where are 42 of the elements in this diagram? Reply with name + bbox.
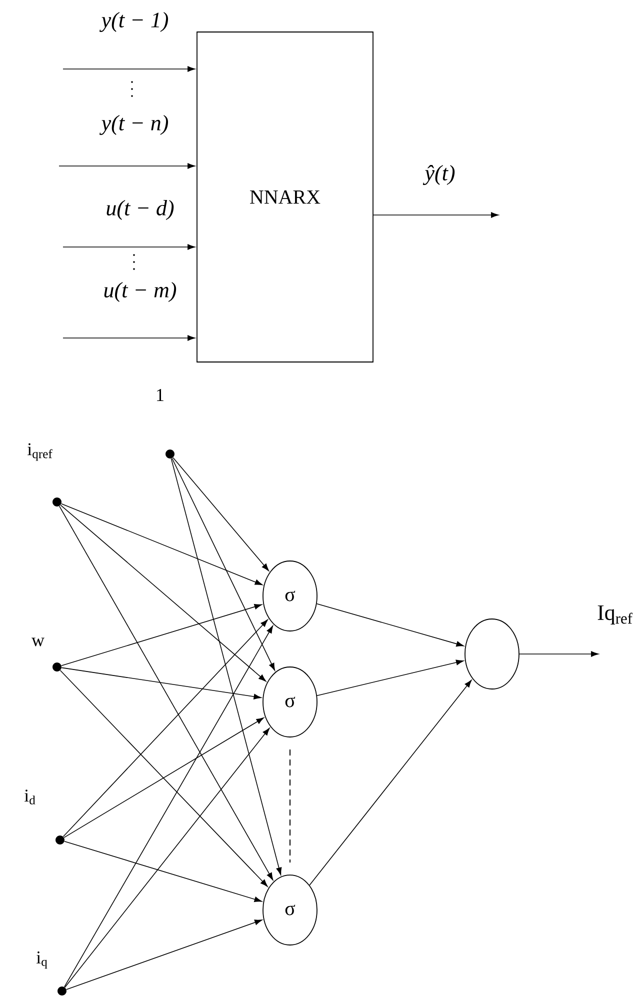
arrow	[172, 458, 276, 671]
input-dot	[56, 836, 64, 844]
arrow	[316, 603, 464, 647]
arrow	[64, 840, 262, 902]
arrow	[316, 660, 464, 696]
arrow	[62, 244, 196, 250]
input-label: i$_{d}$	[24, 790, 36, 804]
arrow	[373, 212, 499, 218]
input-label: 1	[157, 389, 164, 401]
edge-label: y(t − n)	[99, 114, 170, 136]
arrow	[58, 163, 196, 169]
model-box: NNARX	[196, 32, 374, 362]
neuron-circle	[464, 618, 520, 690]
arrow	[60, 503, 262, 586]
arrow	[61, 667, 262, 700]
input-dot	[52, 498, 62, 506]
arrow	[519, 651, 599, 657]
arrow	[64, 728, 270, 988]
arrow	[58, 506, 274, 880]
arrow	[60, 504, 266, 682]
input-label: i$_{qref}$	[27, 443, 52, 461]
edge-label: y(t − 1)	[99, 11, 170, 33]
edge-label: u(t − d)	[104, 199, 176, 221]
arrow	[172, 457, 269, 572]
input-dot	[52, 662, 62, 672]
arrow	[64, 718, 264, 838]
edge-label: ŷ(t)	[422, 164, 456, 186]
arrow	[62, 335, 196, 341]
input-label: i$_{q}$	[36, 951, 48, 969]
arrow	[64, 626, 274, 988]
arrow	[60, 670, 268, 887]
arrow	[62, 619, 268, 837]
arrow	[170, 458, 282, 876]
input-dot	[58, 986, 66, 996]
arrow	[61, 604, 262, 666]
arrow	[66, 920, 262, 990]
input-label: w	[32, 638, 44, 646]
edge-label: u(t − m)	[102, 281, 178, 303]
arrow	[62, 66, 196, 72]
arrow	[309, 680, 472, 886]
input-dot	[166, 450, 174, 458]
edge-label: Iq$_{ref}$	[596, 604, 634, 626]
